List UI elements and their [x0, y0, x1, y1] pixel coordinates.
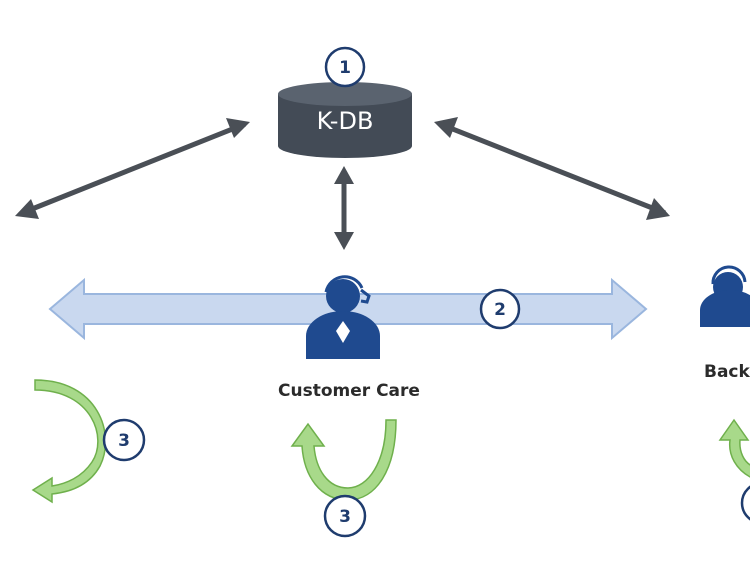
- customer-care-agent-icon: [306, 275, 380, 359]
- customer-care-loop-arrow: [290, 419, 397, 501]
- customer-care-loop-arrow-shape: [290, 419, 397, 501]
- database-label: K-DB: [317, 107, 374, 135]
- database-cylinder-body: [278, 94, 412, 158]
- kdb-right-arrowhead-bottom: [646, 198, 670, 220]
- step-badge-3-back-office: 3: [740, 485, 750, 521]
- step-badge-3-customer-care: 3: [323, 494, 367, 538]
- step-badge-1: 1: [324, 46, 366, 88]
- step-badge-3-customer-care-number: 3: [339, 507, 351, 527]
- kdb-down-arrowhead-bottom: [334, 232, 354, 250]
- step-badge-3-left: 3: [102, 418, 146, 462]
- kdb-right-double-arrow: [439, 121, 666, 216]
- step-badge-1-number: 1: [339, 58, 351, 78]
- kdb-connection-arrows: [15, 117, 670, 250]
- back-office-agent-icon: [700, 265, 750, 327]
- kdb-down-arrowhead-top: [334, 166, 354, 184]
- step-badge-3-left-number: 3: [118, 431, 130, 451]
- customer-care-label: Customer Care: [278, 381, 420, 401]
- kdb-right-arrowhead-top: [434, 117, 458, 138]
- back-office-loop-arrow-shape: [718, 418, 750, 478]
- step-badge-2-number: 2: [494, 300, 506, 320]
- step-badge-2: 2: [479, 288, 521, 330]
- database-cylinder-top: [278, 82, 412, 106]
- kdb-left-arrowhead-bottom: [15, 199, 39, 219]
- kdb-database: K-DB: [278, 82, 412, 158]
- back-office-loop-arrow: [718, 418, 750, 478]
- left-loop-arrow: [31, 379, 107, 504]
- left-loop-arrow-shape: [31, 379, 107, 504]
- kdb-left-double-arrow: [21, 121, 246, 216]
- back-office-label: Back: [704, 362, 750, 382]
- kdb-left-arrowhead-top: [226, 118, 250, 138]
